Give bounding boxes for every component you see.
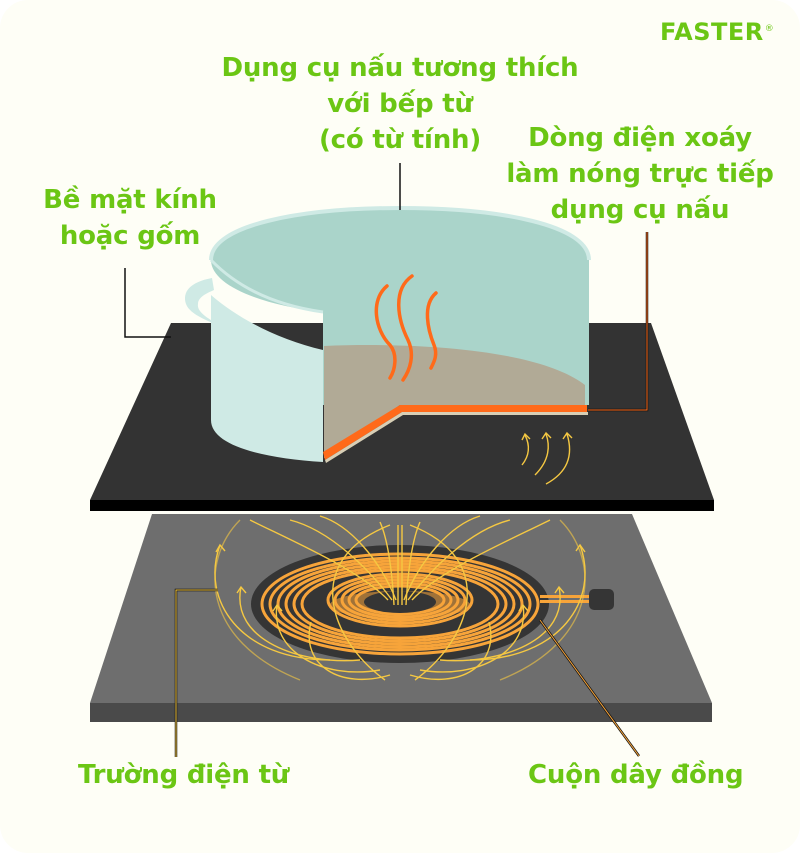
leader-lines [124, 163, 649, 757]
leader-surface [124, 268, 171, 338]
steam-icon [374, 274, 438, 382]
label-eddy-current: Dòng điện xoáy làm nóng trực tiếp dụng c… [495, 120, 785, 228]
label-surface-line2: hoặc gốm [59, 221, 201, 251]
label-electromagnetic-field: Trường điện từ [78, 760, 290, 790]
coil-connector-icon [589, 589, 614, 610]
brand-logo-text: FASTER [660, 18, 764, 46]
label-surface: Bề mặt kính hoặc gốm [30, 182, 230, 254]
label-eddy-current-line2: làm nóng trực tiếp [506, 159, 774, 189]
label-cookware-line2: với bếp từ [327, 89, 473, 119]
label-eddy-current-line3: dụng cụ nấu [550, 195, 730, 225]
registered-mark: ® [764, 24, 775, 34]
electromagnetic-field-lines [214, 515, 586, 681]
label-cookware-line1: Dụng cụ nấu tương thích [221, 53, 579, 83]
label-eddy-current-line1: Dòng điện xoáy [528, 123, 752, 153]
field-arrowheads [215, 543, 586, 612]
rising-heat-arrows-icon [521, 431, 573, 485]
brand-logo: FASTER® [660, 18, 774, 46]
label-cookware: Dụng cụ nấu tương thích với bếp từ (có t… [200, 50, 600, 158]
label-surface-line1: Bề mặt kính [43, 185, 217, 215]
label-cookware-line3: (có từ tính) [318, 125, 482, 155]
label-copper-coil: Cuộn dây đồng [528, 760, 744, 790]
